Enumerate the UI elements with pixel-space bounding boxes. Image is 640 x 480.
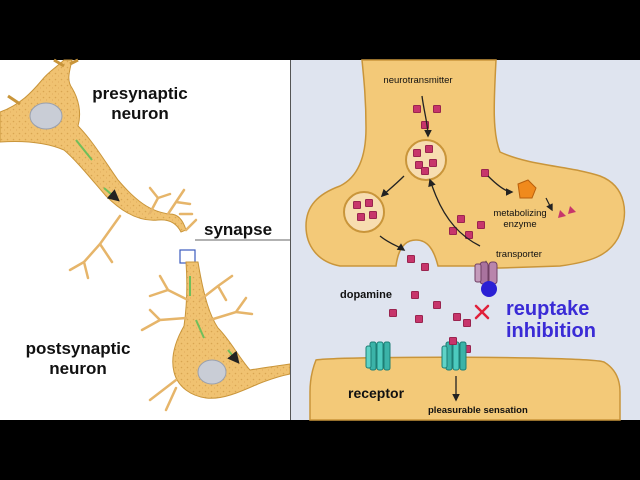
left-panel: presynaptic neuron synapse postsynaptic …: [0, 58, 291, 420]
metabolizing-enzyme-label-line1: metabolizing: [493, 208, 546, 219]
presynaptic-neuron-illustration: [0, 58, 198, 280]
bottom-letterbox: [0, 420, 640, 480]
dopamine-label: dopamine: [340, 289, 392, 301]
right-panel: neurotransmitter metabolizing enzyme tra…: [291, 59, 640, 421]
postsynaptic-neuron-illustration: [140, 261, 291, 412]
reuptake-inhibitor-blocker: [481, 281, 497, 297]
presynaptic-label-line2: neuron: [111, 104, 169, 123]
presynaptic-label-line1: presynaptic: [92, 84, 187, 103]
vesicle-top: [405, 139, 447, 181]
top-letterbox: [0, 0, 640, 60]
receptor-label: receptor: [348, 385, 405, 401]
pleasurable-sensation-label: pleasurable sensation: [428, 405, 528, 416]
postsynaptic-terminal: [309, 356, 621, 421]
vesicle-left: [343, 191, 385, 233]
metabolizing-enzyme: [517, 179, 576, 218]
blocked-reuptake-x: [474, 304, 490, 320]
transporter-label: transporter: [496, 249, 542, 260]
metabolizing-enzyme-label-line2: enzyme: [503, 219, 536, 230]
presynaptic-terminal: [305, 59, 626, 269]
postsynaptic-label-line2: neuron: [49, 359, 107, 378]
reuptake-inhibition-label-line2: inhibition: [506, 320, 596, 342]
reuptake-inhibition-label-line1: reuptake: [506, 298, 589, 320]
transporter-protein: [474, 261, 498, 297]
postsynaptic-label-line1: postsynaptic: [26, 339, 131, 358]
receptor-right: [441, 336, 467, 402]
neurotransmitter-label: neurotransmitter: [383, 75, 452, 86]
synapse-label: synapse: [204, 220, 272, 239]
receptor-left: [365, 341, 391, 371]
